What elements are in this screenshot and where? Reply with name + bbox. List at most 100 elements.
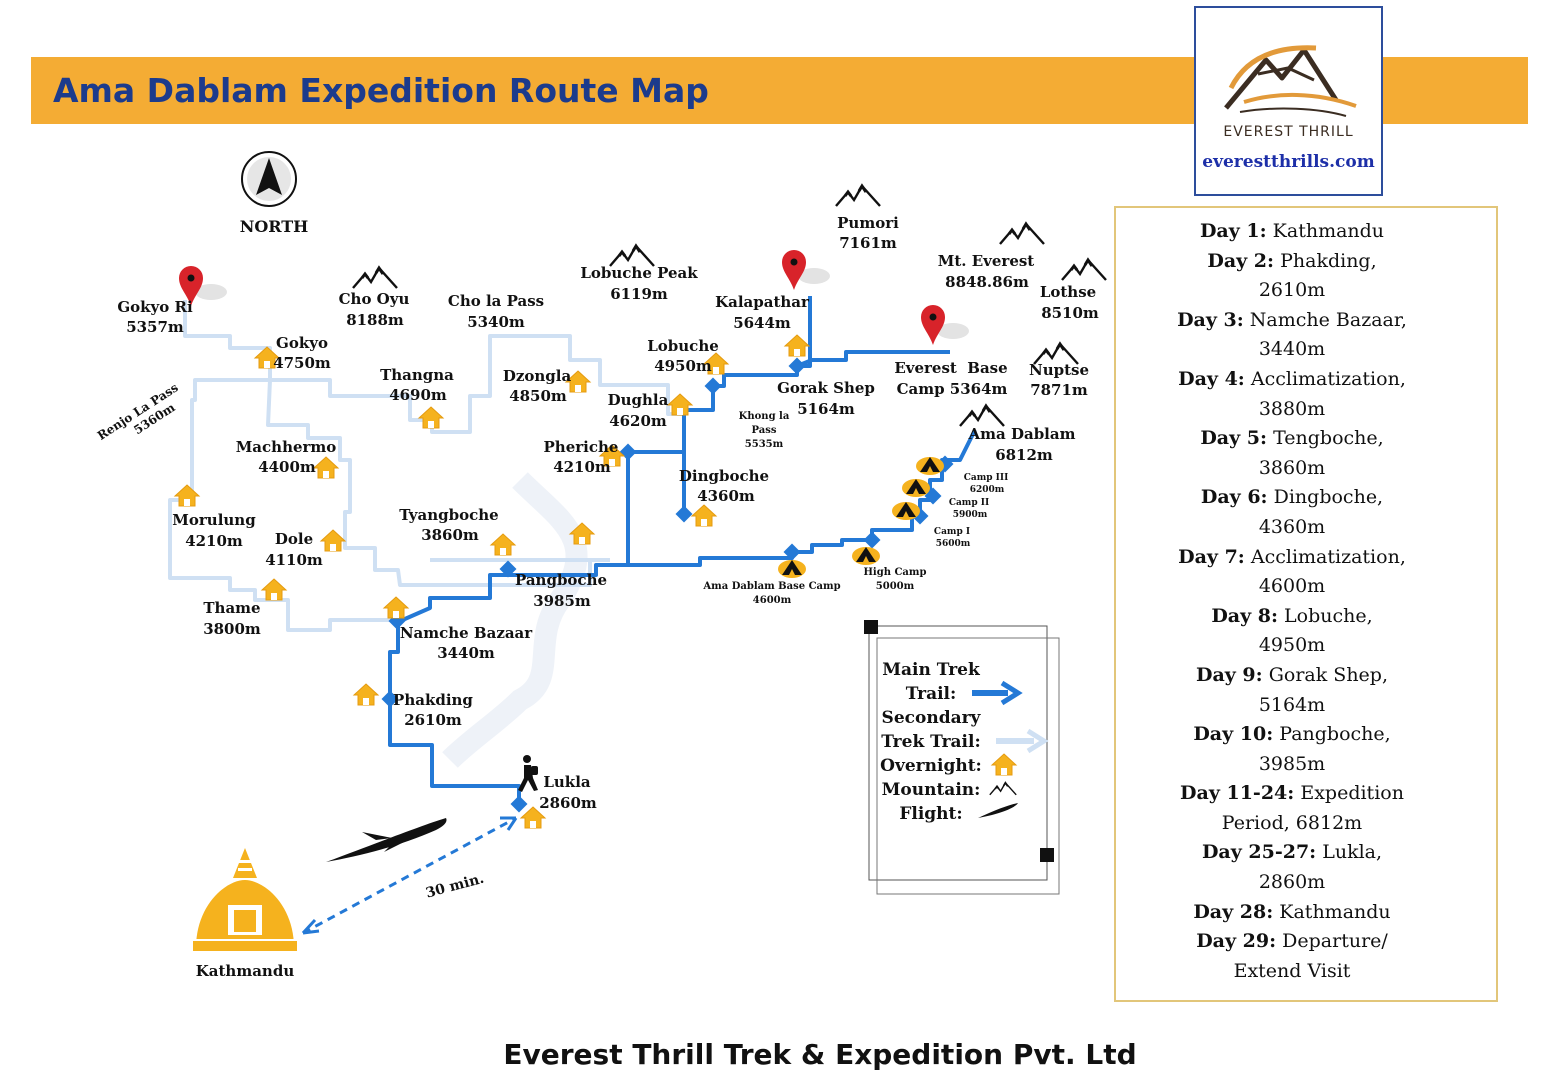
itinerary-text: Lukla, xyxy=(1322,841,1383,864)
itinerary-text: Acclimatization, xyxy=(1250,545,1406,568)
itinerary-text-line2: 5164m xyxy=(1258,693,1326,716)
north-compass-icon xyxy=(241,151,297,207)
itinerary-item: Day 8: Lobuche, 4950m xyxy=(1116,602,1468,661)
itinerary-text-line2: 2860m xyxy=(1258,871,1326,894)
thame-house-icon xyxy=(261,578,287,601)
itinerary-day: Day 2: xyxy=(1207,249,1275,272)
itinerary-day: Day 8: xyxy=(1211,604,1278,627)
itinerary-text-line2: 2610m xyxy=(1258,279,1326,302)
itinerary-day: Day 1: xyxy=(1199,220,1267,242)
flight-path xyxy=(302,816,517,935)
camp1-tent-icon xyxy=(892,502,920,520)
itinerary-text-line2: Period, 6812m xyxy=(1221,811,1363,834)
itinerary-text-line2: 3985m xyxy=(1258,752,1326,775)
camp3-tent-icon xyxy=(916,457,944,475)
ama-dablam-mountain-icon xyxy=(958,404,1006,428)
flight-time-label: 30 min. xyxy=(424,871,486,902)
lobuche-peak-mountain-icon xyxy=(608,244,656,268)
itinerary-text-line2: 3860m xyxy=(1258,456,1326,479)
legend-flight-label: Flight: xyxy=(899,804,962,824)
lhotse-mountain-icon xyxy=(1060,258,1108,282)
legend-overnight-label: Overnight: xyxy=(880,756,982,776)
itinerary-text: Lobuche, xyxy=(1284,604,1373,627)
itinerary-day: Day 25-27: xyxy=(1201,841,1317,864)
river-watermark xyxy=(442,472,588,768)
itinerary-item: Day 28: Kathmandu xyxy=(1116,898,1468,928)
itinerary-text: Acclimatization, xyxy=(1250,367,1406,390)
thangna-house-icon xyxy=(418,406,444,429)
camp2-tent-icon xyxy=(902,479,930,497)
phakding-house-icon xyxy=(353,683,379,706)
compass-label: NORTH xyxy=(240,217,309,236)
itinerary-day: Day 3: xyxy=(1177,308,1244,331)
tyangboche-house-icon xyxy=(490,533,516,556)
map-title: Ama Dablam Expedition Route Map xyxy=(53,71,709,110)
kathmandu-stupa-icon xyxy=(191,848,299,953)
namche-house-icon xyxy=(383,596,409,619)
high-camp-tent-icon xyxy=(852,547,880,565)
itinerary-item: Day 5: Tengboche,3860m xyxy=(1116,424,1468,483)
itinerary-text-line2: 3880m xyxy=(1258,397,1326,420)
mountain-logo-icon xyxy=(1224,45,1357,117)
itinerary-text: Phakding, xyxy=(1280,249,1377,272)
legend-mountain-label: Mountain: xyxy=(882,780,981,800)
itinerary-item: Day 3: Namche Bazaar,3440m xyxy=(1116,306,1468,365)
itinerary-text-line2: 4360m xyxy=(1258,515,1326,538)
legend-plane-icon xyxy=(978,803,1018,818)
itinerary-text-line2: Extend Visit xyxy=(1233,959,1351,982)
itinerary-item: Day 7: Acclimatization,4600m xyxy=(1116,543,1468,602)
adbc-tent-icon xyxy=(778,560,806,578)
itinerary-text: Departure/ xyxy=(1282,930,1388,953)
itinerary-item: Day 9: Gorak Shep,5164m xyxy=(1116,661,1468,720)
website-link[interactable]: everestthrills.com xyxy=(1202,152,1375,172)
airplane-icon xyxy=(326,818,447,862)
hiker-icon xyxy=(518,755,538,792)
itinerary-item: Day 2: Phakding, 2610m xyxy=(1116,247,1468,306)
renjo-pass-label: Renjo La Pass5360m xyxy=(95,380,189,455)
itinerary-item: Day 29: Departure/Extend Visit xyxy=(1116,927,1468,986)
itinerary-item: Day 25-27: Lukla, 2860m xyxy=(1116,838,1468,897)
itinerary-day: Day 7: xyxy=(1178,545,1245,568)
brand-logo-box[interactable]: EVEREST THRILL everestthrills.com xyxy=(1194,6,1383,196)
itinerary-text: Tengboche, xyxy=(1273,427,1384,450)
cho-oyu-mountain-icon xyxy=(351,266,399,290)
itinerary-day: Day 9: xyxy=(1195,663,1263,686)
itinerary-text: Kathmandu xyxy=(1279,900,1391,923)
itinerary-day: Day 29: xyxy=(1196,930,1277,953)
itinerary-text-line2: 4950m xyxy=(1258,634,1326,657)
gorak-shep-house-icon xyxy=(784,334,810,357)
itinerary-day: Day 4: xyxy=(1178,367,1245,390)
everest-mountain-icon xyxy=(998,222,1046,246)
kathmandu-label: Kathmandu xyxy=(196,962,295,980)
dole-house-icon xyxy=(320,529,346,552)
